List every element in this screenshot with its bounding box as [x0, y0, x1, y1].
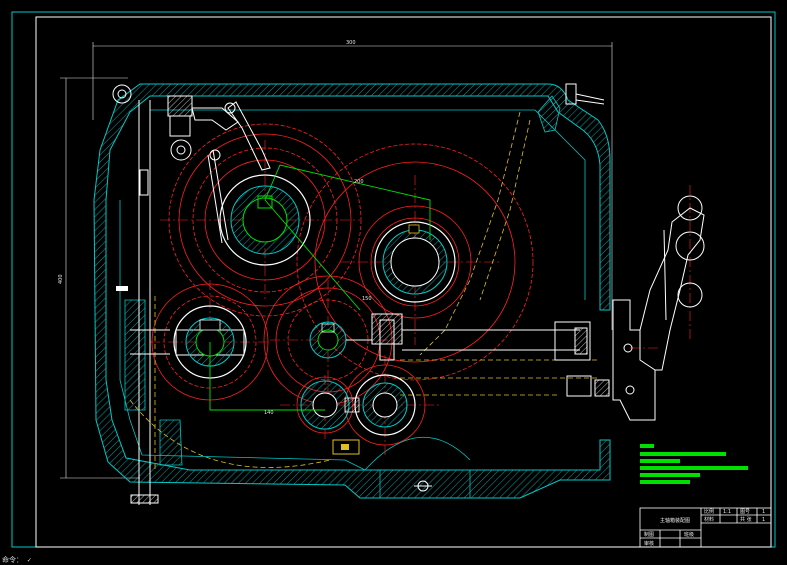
title-block-ratio-value: 1:1 — [723, 509, 731, 515]
title-block-designer-label: 制图 — [644, 531, 654, 538]
title-block-title: 主轴箱装配图 — [660, 517, 690, 524]
title-block-ratio-label: 比例 — [704, 508, 714, 515]
dim-center-b: 150 — [362, 296, 372, 302]
dim-height-label: 400 — [58, 274, 64, 284]
title-block — [639, 507, 772, 548]
title-block-count-label: 共 张 — [740, 516, 752, 523]
title-block-mass-label: 材料 — [704, 516, 714, 523]
title-block-sheet-value: 1 — [762, 509, 765, 515]
drain-plug — [414, 480, 432, 492]
top-right-fitting — [565, 83, 605, 105]
command-line[interactable]: 命令： ✓ — [2, 556, 32, 564]
upper-gear-assembly — [219, 174, 311, 266]
vertical-shift-rod — [130, 100, 170, 505]
lower-gear-pair — [300, 374, 416, 455]
dim-center-c: 140 — [264, 410, 274, 416]
linkage-lines — [209, 164, 431, 411]
external-lever-handle — [612, 195, 705, 421]
left-marker — [116, 286, 128, 291]
drawing-frame — [35, 16, 772, 548]
dim-width-label: 300 — [346, 40, 356, 46]
center-small-gear — [309, 321, 347, 359]
dim-center-a: 200 — [354, 179, 364, 185]
top-left-lever — [112, 84, 271, 244]
title-block-count-value: 1 — [762, 517, 765, 523]
gear-circles — [151, 123, 534, 446]
title-block-school-label: 班级 — [684, 531, 694, 538]
technical-notes — [640, 444, 748, 484]
mid-gear-assembly — [374, 221, 456, 303]
hidden-lines — [129, 111, 600, 470]
title-block-sheet-label: 图号 — [740, 509, 750, 515]
title-block-checker-label: 审核 — [644, 540, 654, 547]
right-output-shaft — [346, 313, 610, 397]
